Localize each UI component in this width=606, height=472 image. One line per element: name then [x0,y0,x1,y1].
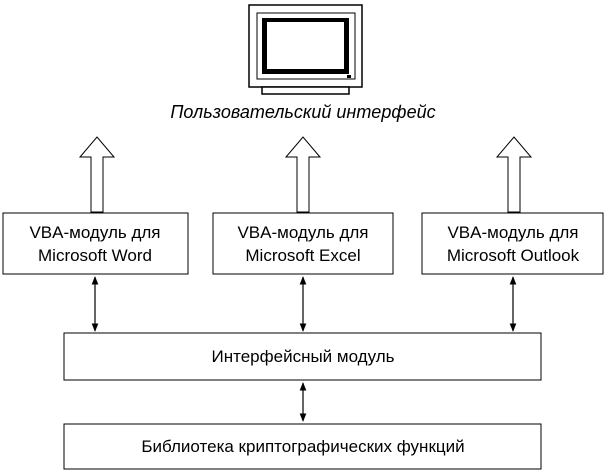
module-word-line1: VBA-модуль для [29,223,160,242]
up-arrow-excel [284,136,322,213]
module-box-outlook: VBA-модуль для Microsoft Outlook [421,212,604,275]
user-interface-caption: Пользовательский интерфейс [170,102,435,122]
up-arrow-word [78,136,116,213]
computer-monitor-icon [248,4,363,95]
module-excel-line1: VBA-модуль для [237,223,368,242]
crypto-library-box: Библиотека криптографических функций [63,423,542,470]
module-outlook-line2: Microsoft Outlook [447,246,580,265]
module-box-word: VBA-модуль для Microsoft Word [2,212,189,275]
interface-module-label: Интерфейсный модуль [212,347,395,366]
module-excel-line2: Microsoft Excel [245,246,360,265]
crypto-library-label: Библиотека криптографических функций [141,437,464,456]
module-outlook-line1: VBA-модуль для [447,223,578,242]
module-box-excel: VBA-модуль для Microsoft Excel [212,212,394,275]
up-arrow-outlook [495,136,533,213]
module-word-line2: Microsoft Word [38,246,152,265]
interface-module-box: Интерфейсный модуль [63,332,542,381]
